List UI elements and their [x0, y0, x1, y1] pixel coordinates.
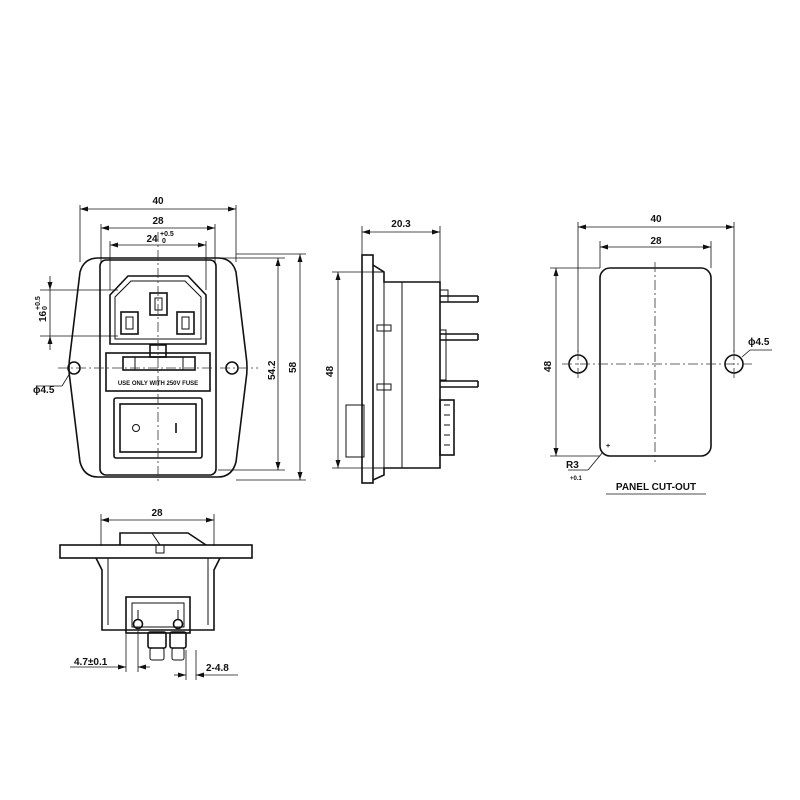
side-switch-recess [345, 404, 365, 458]
dim-front-hole-dia: ϕ4.5 [33, 385, 55, 396]
dim-front-body-height: 54.2 [267, 360, 278, 380]
iec-live-pin-inner [125, 316, 134, 330]
iec-earth-pin-inner [154, 297, 163, 311]
cutout-rectangle [599, 267, 712, 457]
dim-front-socket-height: 16 [38, 310, 49, 322]
dim-front-overall-height: 58 [288, 361, 299, 373]
bottom-tab-left [147, 631, 167, 649]
dim-bottom-terminal-width: 4.7±0.1 [74, 657, 108, 668]
bottom-terminal-block [125, 596, 191, 634]
switch-off-symbol [132, 424, 140, 432]
dim-front-pin-spacing-tol-upper: +0.5 [160, 231, 174, 238]
bottom-body-outline [95, 557, 221, 631]
dim-front-pin-spacing: 24 [146, 234, 158, 245]
cutout-tol-mark: +0.1 [570, 476, 583, 482]
side-body-outline [372, 264, 441, 481]
bottom-view: 28 4.7±0.1 2-4.8 [59, 508, 253, 680]
dim-front-socket-height-tol-lower: 0 [42, 306, 49, 310]
cutout-title: PANEL CUT-OUT [616, 482, 696, 493]
iec-inlet-inner [114, 280, 202, 340]
dim-bottom-width: 28 [151, 508, 163, 519]
dim-cutout-height: 48 [543, 360, 554, 372]
bottom-tab-right [169, 631, 187, 649]
iec-earth-pin [149, 292, 168, 316]
front-view: USE ONLY WITH 250V FUSE 40 28 24 +0.5 0 [33, 196, 306, 482]
dim-side-height: 48 [325, 365, 336, 377]
dim-cutout-inner-width: 28 [650, 236, 662, 247]
iec-inlet-outline [109, 275, 207, 345]
panel-cutout-view: 40 28 48 ϕ4.5 R3 +0.1 + PANEL CUT-OUT [543, 214, 772, 495]
side-flange [361, 254, 374, 484]
dim-cutout-corner-radius: R3 [566, 460, 579, 471]
iec-live-pin [120, 311, 139, 335]
side-view: 20.3 48 [325, 219, 479, 484]
dim-bottom-terminal-pitch: 2-4.8 [206, 663, 229, 674]
bottom-rocker-bump [119, 532, 207, 546]
dim-front-pin-spacing-tol-lower: 0 [162, 238, 166, 245]
side-switch-terminals [439, 399, 455, 456]
dim-front-socket-width: 28 [152, 216, 164, 227]
cutout-plus-mark: + [606, 443, 610, 450]
dim-cutout-hole-dia: ϕ4.5 [748, 337, 770, 348]
iec-neutral-pin-inner [181, 316, 190, 330]
dim-front-overall-width: 40 [152, 196, 164, 207]
dim-side-depth: 20.3 [391, 219, 411, 230]
front-flange-outline [68, 257, 248, 478]
dim-front-socket-height-tol-upper: +0.5 [35, 296, 42, 310]
iec-neutral-pin [176, 311, 195, 335]
dim-cutout-outer-width: 40 [650, 214, 662, 225]
